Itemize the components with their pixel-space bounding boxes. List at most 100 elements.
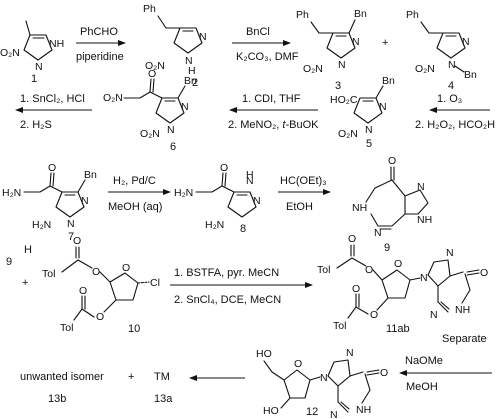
atom-bn: Bn bbox=[354, 8, 367, 20]
compound-12-structure: HO O HO N N O N NH 12 bbox=[256, 347, 388, 419]
compound-label-1: 1 bbox=[31, 73, 37, 85]
compound-label-11ab: 11ab bbox=[386, 323, 410, 335]
atom-n: N bbox=[338, 59, 346, 71]
compound-label-13a: 13a bbox=[154, 393, 173, 405]
atom-nh: NH bbox=[455, 304, 470, 316]
separate-note: Separate bbox=[442, 333, 487, 345]
plus-sign: + bbox=[22, 277, 28, 289]
atom-n: N bbox=[199, 31, 207, 43]
reagent-k2co3-dmf: K₂CO₃, DMF bbox=[236, 51, 299, 63]
atom-o: O bbox=[122, 262, 130, 274]
atom-n: N bbox=[246, 175, 254, 187]
atom-ph: Ph bbox=[296, 9, 309, 21]
atom-h2n: H₂N bbox=[32, 219, 51, 231]
atom-bn: Bn bbox=[382, 75, 395, 87]
atom-n: N bbox=[81, 195, 89, 207]
atom-n: N bbox=[346, 347, 354, 359]
atom-n: N bbox=[448, 59, 456, 71]
atom-tol: Tol bbox=[42, 268, 55, 280]
atom-tol: Tol bbox=[60, 322, 73, 334]
atom-o: O bbox=[79, 285, 87, 297]
atom-nh: NH bbox=[417, 214, 432, 226]
atom-n: N bbox=[35, 61, 43, 73]
atom-o: O bbox=[370, 309, 378, 321]
reagent-sncl4: 2. SnCl₄, DCE, MeCN bbox=[174, 294, 281, 306]
atom-n: N bbox=[417, 181, 425, 193]
atom-o2n: O₂N bbox=[415, 63, 435, 75]
atom-o: O bbox=[388, 155, 396, 167]
compound-label-4: 4 bbox=[448, 80, 454, 92]
compound-7-structure: H₂N O Bn N N H₂N 7 H bbox=[2, 162, 97, 256]
atom-n: N bbox=[420, 272, 428, 284]
compound-label-10: 10 bbox=[128, 323, 140, 335]
atom-o2n: O₂N bbox=[303, 63, 323, 75]
atom-o: O bbox=[348, 233, 356, 245]
reagent-meno2-tbuok: 2. MeNO₂, t-BuOK bbox=[228, 119, 319, 131]
compound-label-12: 12 bbox=[306, 406, 318, 418]
reagent-phcho: PhCHO bbox=[80, 26, 118, 38]
atom-o: O bbox=[294, 358, 302, 370]
atom-o: O bbox=[48, 162, 56, 174]
compound-4-structure: Ph N N Bn O₂N 4 bbox=[406, 9, 477, 92]
atom-n: N bbox=[67, 218, 75, 230]
atom-n: N bbox=[365, 124, 373, 136]
atom-o: O bbox=[480, 267, 488, 279]
reagent-cdi-thf: 1. CDI, THF bbox=[242, 93, 301, 105]
plus-sign: + bbox=[382, 37, 388, 49]
atom-h2n: H₂N bbox=[174, 187, 193, 199]
compound-11ab-structure: O Tol O O O O Tol N N O N NH 11ab Separa… bbox=[317, 233, 488, 345]
compound-10-structure: O Tol O O Cl O O Tol 10 bbox=[42, 235, 160, 335]
reagent-naome: NaOMe bbox=[405, 355, 443, 367]
reagent-h2s: 2. H₂S bbox=[20, 119, 52, 131]
atom-n: N bbox=[374, 227, 382, 239]
compound-1-structure: NH N O₂N 1 bbox=[0, 20, 64, 85]
compound-label-8: 8 bbox=[240, 223, 246, 235]
atom-o: O bbox=[96, 311, 104, 323]
compound-9-reference: 9 bbox=[6, 256, 12, 268]
compound-label-9: 9 bbox=[384, 242, 390, 254]
atom-o: O bbox=[92, 266, 100, 278]
compound-label-5: 5 bbox=[366, 138, 372, 150]
atom-ho: HO bbox=[256, 348, 272, 360]
reagent-meoh: MeOH bbox=[406, 381, 438, 393]
compound-6-structure: O₂N O Bn N N O₂N 6 bbox=[103, 68, 197, 153]
atom-tol: Tol bbox=[333, 320, 346, 332]
atom-h2n: H₂N bbox=[205, 219, 224, 231]
compound-label-7-h: H bbox=[24, 244, 32, 256]
compound-9-structure: O NH N N NH 9 bbox=[352, 155, 432, 254]
atom-ho: HO bbox=[263, 405, 279, 417]
atom-bn: Bn bbox=[84, 169, 97, 181]
atom-o2n: O₂N bbox=[338, 128, 358, 140]
compound-8-structure: H₂N O N H N H₂N 8 bbox=[174, 162, 261, 235]
compound-label-6: 6 bbox=[170, 141, 176, 153]
reagent-meoh-aq: MeOH (aq) bbox=[108, 201, 162, 213]
compound-label-13b: 13b bbox=[48, 393, 66, 405]
atom-n: N bbox=[181, 101, 189, 113]
atom-bn: Bn bbox=[184, 75, 197, 87]
atom-o: O bbox=[220, 162, 228, 174]
compound-label-7: 7 bbox=[68, 231, 74, 243]
atom-n: NH bbox=[49, 38, 64, 50]
compound-label-3: 3 bbox=[335, 80, 341, 92]
compound-2-structure: Ph N N H O₂N 2 bbox=[143, 3, 207, 89]
unwanted-isomer-label: unwanted isomer bbox=[20, 371, 104, 383]
atom-bn: Bn bbox=[464, 69, 477, 81]
atom-ho2c: HO₂C bbox=[330, 94, 358, 106]
reagent-piperidine: piperidine bbox=[76, 51, 124, 63]
atom-n: N bbox=[185, 55, 193, 67]
atom-n: N bbox=[430, 309, 438, 321]
reagent-bstfa: 1. BSTFA, pyr. MeCN bbox=[174, 267, 279, 279]
plus-sign: + bbox=[128, 371, 134, 383]
atom-tol: Tol bbox=[317, 264, 330, 276]
atom-nh: NH bbox=[356, 404, 371, 416]
atom-o2n: O₂N bbox=[140, 128, 160, 140]
atom-o2n: O₂N bbox=[145, 60, 165, 72]
atom-ph: Ph bbox=[143, 3, 156, 15]
target-molecule-label: TM bbox=[154, 371, 170, 383]
atom-o2n: O₂N bbox=[0, 47, 20, 59]
compound-3-structure: Ph Bn N N O₂N 3 bbox=[296, 8, 367, 92]
atom-n: N bbox=[446, 247, 454, 259]
reagent-ozone: 1. O₃ bbox=[437, 93, 462, 105]
reagent-h2-pdc: H₂, Pd/C bbox=[113, 175, 156, 187]
